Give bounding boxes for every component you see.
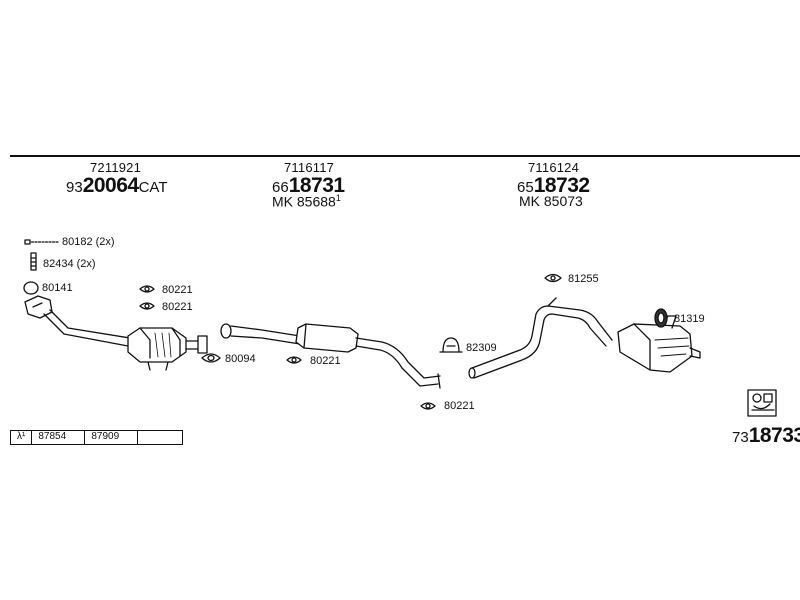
group-3-code-prefix: 65	[517, 179, 534, 196]
group-1-code-main: 20064	[82, 174, 139, 197]
header-divider	[10, 155, 800, 157]
group-3-mk: MK 85073	[519, 193, 583, 209]
middle-pipe-silencer-icon	[220, 323, 441, 389]
group-2-mk: MK 856881	[272, 193, 341, 210]
footer-code: 7318733	[732, 424, 800, 448]
flange-gasket-icon	[201, 353, 221, 363]
group-2-ref: 7116117	[284, 160, 335, 175]
lambda-code-1: 87854	[32, 431, 86, 444]
label-82434: 82434 (2x)	[43, 258, 96, 270]
bolt-icon	[24, 239, 59, 245]
label-80221-middle: 80221	[310, 355, 341, 367]
group-2-code: 6618731	[272, 174, 345, 198]
group-3-code: 6518732	[517, 174, 590, 198]
lambda-symbol: λ¹	[11, 431, 33, 444]
group-1-ref: 7211921	[90, 160, 142, 175]
u-clamp-icon	[439, 337, 463, 353]
part-symbol-icon	[747, 389, 777, 417]
lambda-code-2: 87909	[85, 431, 139, 444]
label-80182: 80182 (2x)	[62, 236, 115, 248]
label-80221-upper: 80221	[162, 284, 193, 296]
group-1-code-suffix: CAT	[138, 179, 168, 196]
group-3-code-main: 18732	[533, 174, 590, 197]
clamp-icon	[139, 285, 155, 293]
clamp-icon	[544, 273, 562, 283]
lambda-table: λ¹ 87854 87909	[10, 430, 184, 445]
rear-pipe-silencer-icon	[468, 297, 701, 379]
clamp-icon	[286, 356, 302, 364]
group-2-mk-sup: 1	[335, 193, 341, 203]
group-1-code: 9320064CAT	[66, 174, 167, 198]
ring-gasket-icon	[23, 281, 39, 295]
label-80221-rear: 80221	[444, 400, 475, 412]
label-80221-lower: 80221	[162, 301, 193, 313]
group-3-ref: 7116124	[528, 160, 580, 175]
label-81319: 81319	[674, 313, 705, 325]
front-pipe-catalyst-icon	[24, 295, 208, 371]
clamp-icon	[139, 302, 155, 310]
group-2-code-prefix: 66	[272, 179, 289, 196]
label-82309: 82309	[466, 342, 497, 354]
lambda-empty-cell	[138, 431, 182, 444]
group-2-code-main: 18731	[288, 174, 345, 197]
stud-icon	[30, 252, 37, 271]
group-2-mk-text: MK 85688	[272, 193, 336, 210]
footer-code-prefix: 73	[732, 429, 749, 446]
label-80094: 80094	[225, 353, 256, 365]
rubber-hanger-icon	[654, 308, 668, 328]
group-1-code-prefix: 93	[66, 179, 83, 196]
label-80141: 80141	[42, 282, 73, 294]
clamp-icon	[420, 402, 436, 410]
footer-code-main: 18733	[748, 424, 800, 447]
label-81255: 81255	[568, 273, 599, 285]
